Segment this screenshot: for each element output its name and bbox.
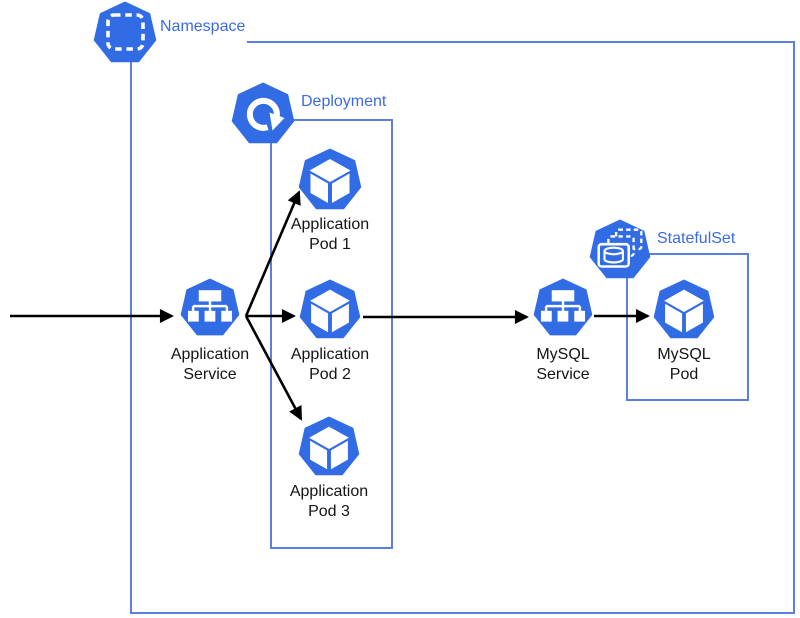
namespace-icon [93,1,157,63]
deployment-label: Deployment [299,93,389,111]
app-service-icon [180,278,240,336]
statefulset-box [626,253,749,401]
app-pod1-label: Application Pod 1 [290,216,370,253]
app-service-label: Application Service [170,346,250,383]
mysql-service-label: MySQL Service [536,346,590,383]
statefulset-label: StatefulSet [655,230,738,248]
mysql-pod-label: MySQL Pod [657,346,711,383]
app-pod2-label: Application Pod 2 [290,346,370,383]
deployment-box [270,119,393,549]
deployment-icon [231,82,295,144]
mysql-pod-icon [653,279,715,339]
statefulset-icon [589,219,651,279]
mysql-service-icon [533,278,593,336]
app-pod1-icon [298,148,362,210]
namespace-box [130,41,795,614]
edge-app-service-to-pod3 [244,315,303,421]
namespace-label: Namespace [158,18,248,36]
app-pod2-icon [299,279,361,339]
app-pod3-icon [298,416,360,476]
namespace-top-border-gap [133,39,247,46]
edge-app-service-to-pod1 [244,190,301,317]
app-pod3-label: Application Pod 3 [289,483,369,520]
